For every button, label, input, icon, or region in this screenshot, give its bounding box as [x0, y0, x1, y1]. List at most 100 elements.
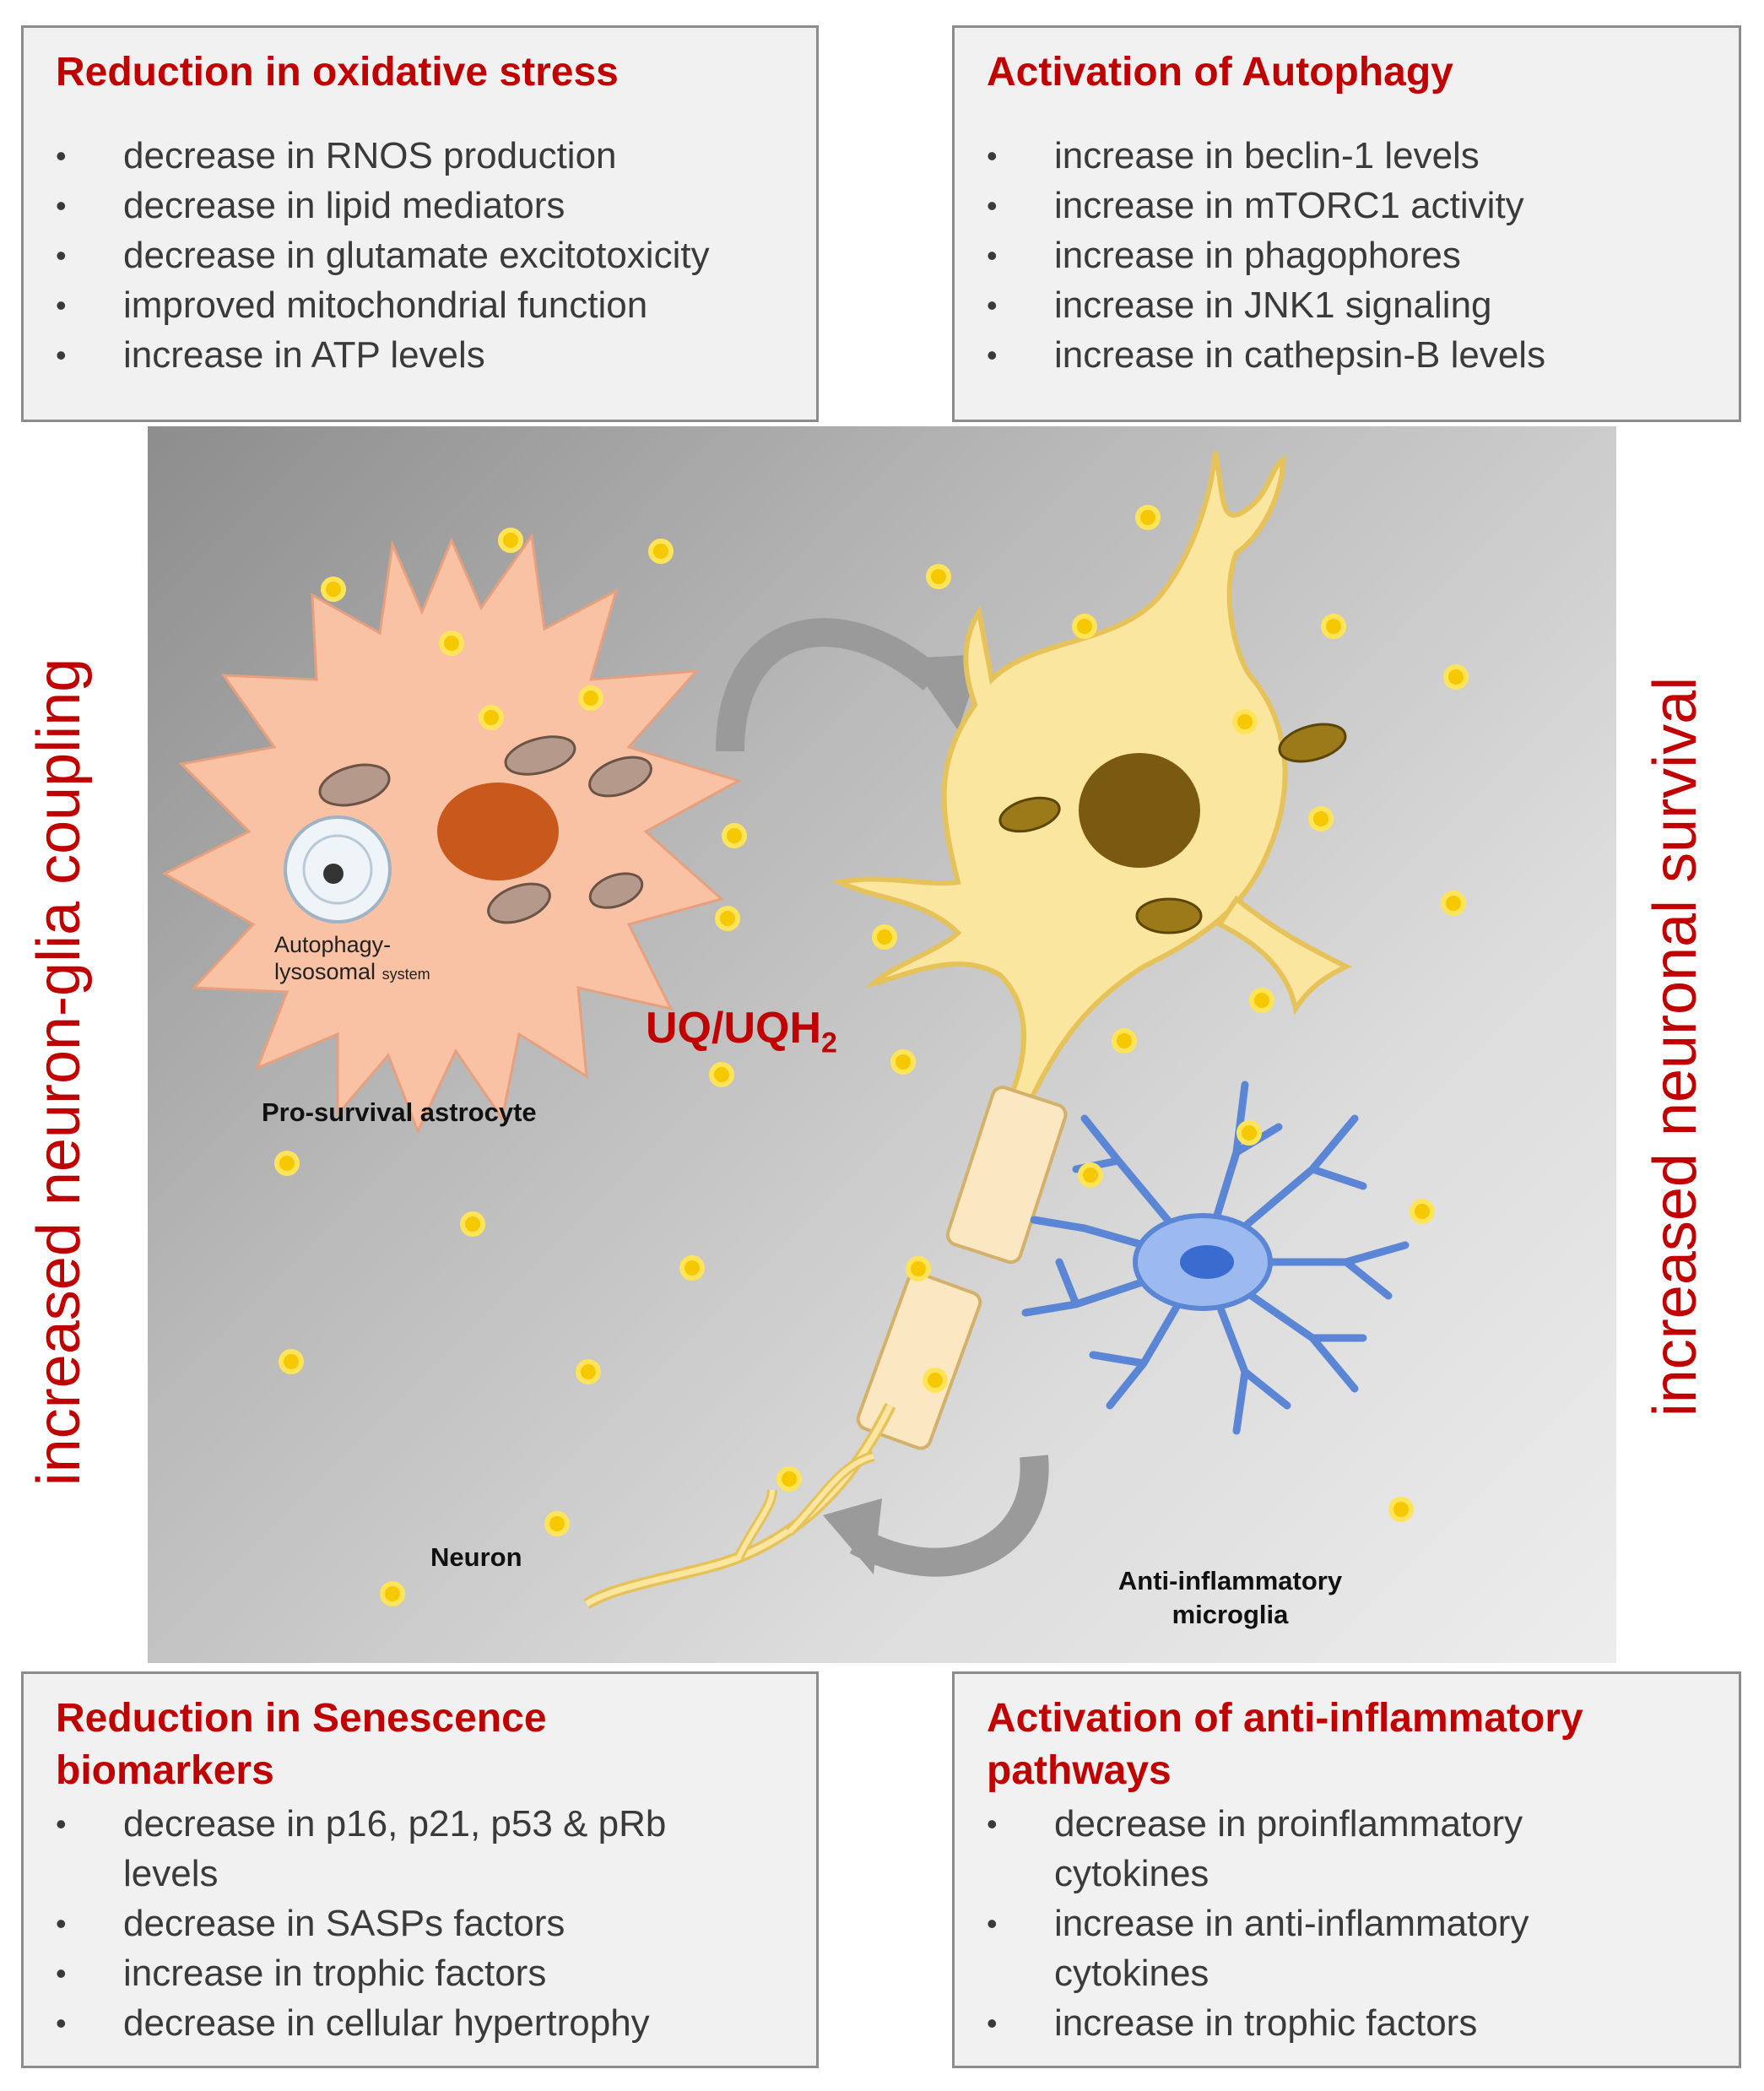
molecule-dot [1308, 806, 1334, 832]
autophagy-label-word: lysosomal [274, 959, 376, 984]
oxidative-stress-list: decrease in RNOS production decrease in … [24, 131, 710, 380]
molecule-dot [1410, 1199, 1435, 1224]
molecule-dot [872, 924, 897, 950]
molecule-dot [906, 1256, 931, 1281]
list-item: decrease in glutamate excitotoxicity [24, 230, 710, 280]
molecule-dot [1236, 1120, 1262, 1146]
molecule-dot [679, 1255, 705, 1281]
senescence-title: Reduction in Senescence biomarkers [56, 1693, 547, 1797]
list-item: increase in phagophores [955, 230, 1545, 280]
molecule-dot [1232, 709, 1258, 734]
anti-inflammatory-title-line1: Activation of anti-inflammatory [987, 1696, 1583, 1741]
mitochondrion-icon [588, 872, 644, 909]
list-item: increase in ATP levels [24, 330, 710, 380]
molecule-dot [722, 823, 747, 848]
molecule-dot [274, 1151, 300, 1176]
list-item: increase in anti-inflammatory cytokines [955, 1899, 1529, 1998]
senescence-box: Reduction in Senescence biomarkers decre… [21, 1671, 819, 2068]
list-item: increase in trophic factors [955, 1998, 1529, 2048]
left-side-label: increased neuron-glia coupling [25, 658, 93, 1487]
molecule-dot [321, 577, 346, 602]
molecule-dot [776, 1466, 802, 1492]
molecule-dot [926, 564, 951, 589]
uq-uqh2-label: UQ/UQH2 [646, 1003, 837, 1059]
list-item-line: decrease in p16, p21, p53 & pRb [123, 1803, 667, 1845]
list-item-line: cytokines [1054, 1953, 1209, 1994]
molecule-dot [279, 1349, 304, 1374]
neuron-nucleus [1079, 753, 1200, 868]
molecule-dot [544, 1511, 570, 1536]
list-item: increase in mTORC1 activity [955, 181, 1545, 230]
molecule-dot [1441, 891, 1466, 916]
molecule-dot [439, 631, 464, 656]
list-item: increase in cathepsin-B levels [955, 330, 1545, 380]
mitochondrion-icon [1135, 897, 1203, 934]
mitochondrion-icon [504, 735, 576, 776]
myelin-segment [856, 1271, 982, 1450]
mitochondrion-icon [588, 756, 652, 798]
myelin-segment [945, 1086, 1068, 1265]
molecule-dot [498, 528, 523, 553]
oxidative-stress-title: Reduction in oxidative stress [56, 50, 619, 95]
autophagy-box: Activation of Autophagy increase in becl… [952, 25, 1741, 422]
list-item-line: decrease in proinflammatory [1054, 1803, 1523, 1845]
astrocyte-nucleus [437, 783, 559, 880]
right-side-label: increased neuronal survival [1642, 676, 1709, 1417]
mitochondrion-icon [1278, 723, 1347, 763]
molecule-dot [709, 1062, 734, 1087]
molecule-dot [380, 1581, 405, 1606]
neuron-label: Neuron [430, 1542, 522, 1572]
list-item: increase in beclin-1 levels [955, 131, 1545, 181]
curved-arrow-top-head [907, 654, 983, 730]
list-item: decrease in cellular hypertrophy [24, 1998, 666, 2048]
autophagy-list: increase in beclin-1 levels increase in … [955, 131, 1545, 380]
diagram-illustration [161, 451, 1410, 1610]
autophagy-label-line2: lysosomal system [274, 958, 430, 988]
anti-inflammatory-title: Activation of anti-inflammatory pathways [987, 1693, 1583, 1797]
molecule-dot [576, 1359, 601, 1384]
molecule-dot [479, 705, 504, 730]
mitochondrion-icon [318, 763, 391, 807]
microglia-nucleus [1180, 1245, 1234, 1279]
molecule-dot [1388, 1497, 1414, 1522]
molecule-dot [460, 1211, 485, 1237]
anti-inflammatory-list: decrease in proinflammatory cytokines inc… [955, 1799, 1529, 2048]
senescence-title-line1: Reduction in Senescence [56, 1696, 547, 1741]
senescence-title-line2: biomarkers [56, 1748, 274, 1793]
molecule-dot [648, 539, 674, 564]
list-item-line: increase in anti-inflammatory [1054, 1903, 1529, 1944]
mitochondrion-icon [998, 796, 1061, 833]
molecule-dot [1072, 614, 1097, 639]
molecule-dot [1249, 988, 1274, 1013]
microglia-label-line1: Anti-inflammatory [1117, 1566, 1343, 1595]
list-item: increase in trophic factors [24, 1948, 666, 1998]
mitochondrion-icon [487, 882, 551, 924]
molecule-dot [923, 1368, 948, 1393]
anti-inflammatory-box: Activation of anti-inflammatory pathways… [952, 1671, 1741, 2068]
autophagy-lysosomal-label: Autophagy- lysosomal system [274, 931, 430, 988]
autophagy-label-small: system [381, 966, 430, 983]
astrocyte-label: Pro-survival astrocyte [262, 1097, 537, 1127]
molecule-dot [1112, 1028, 1137, 1054]
list-item: decrease in proinflammatory cytokines [955, 1799, 1529, 1899]
curved-arrow-top [716, 618, 943, 752]
list-item: decrease in lipid mediators [24, 181, 710, 230]
molecule-dot [578, 685, 603, 711]
neuron-body [831, 451, 1288, 1114]
microglia-label: Anti-inflammatory microglia [1072, 1564, 1388, 1632]
autophagy-label-line1: Autophagy- [274, 932, 392, 957]
central-diagram: Autophagy- lysosomal system UQ/UQH2 Pro-… [148, 426, 1616, 1663]
uq-label-main: UQ/UQH [646, 1004, 821, 1053]
microglia-label-line2: microglia [1171, 1600, 1289, 1629]
axon-terminal [583, 1402, 896, 1610]
uq-label-subscript: 2 [821, 1027, 837, 1059]
list-item-line: cytokines [1054, 1853, 1209, 1894]
autophagy-title: Activation of Autophagy [987, 50, 1453, 95]
curved-arrow-bottom [849, 1454, 1049, 1577]
list-item: improved mitochondrial function [24, 280, 710, 330]
list-item: decrease in RNOS production [24, 131, 710, 181]
molecule-dot [1078, 1162, 1103, 1188]
list-item: decrease in SASPs factors [24, 1899, 666, 1948]
